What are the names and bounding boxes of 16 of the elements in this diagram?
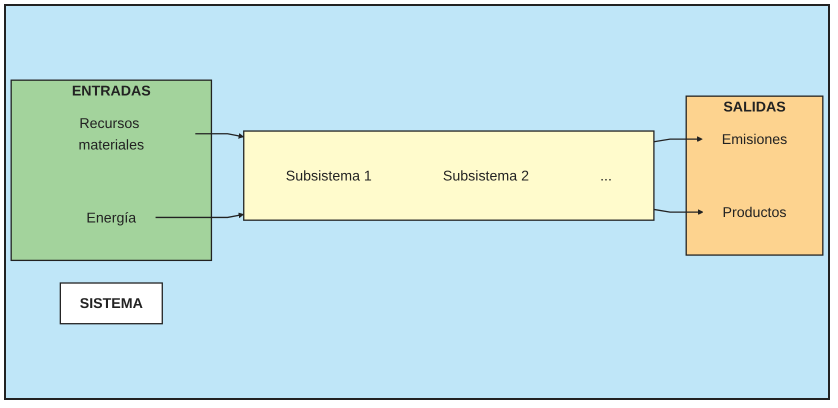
cluster xyxy=(10,80,212,262)
node-text: Energía xyxy=(86,209,136,226)
node-box xyxy=(60,282,163,324)
arrow xyxy=(195,133,244,139)
cluster xyxy=(243,130,655,221)
node-text: Subsistema 2 xyxy=(442,168,530,184)
diagram-background: SALIDAS ENTRADAS Subsistema 1 Subsistema 2 ... Recursos materiales Energía SISTEMA Emisiones Productos xyxy=(4,4,830,400)
node-text: Recursos materiales xyxy=(78,115,144,153)
node-text: Subsistema 1 xyxy=(286,168,372,184)
node-text: Productos xyxy=(722,204,787,220)
arrow xyxy=(654,208,704,216)
cluster xyxy=(686,96,824,256)
arrow xyxy=(156,212,244,218)
arrow xyxy=(654,136,703,142)
node-text: ... xyxy=(600,168,612,184)
node-text: Emisiones xyxy=(722,131,788,148)
